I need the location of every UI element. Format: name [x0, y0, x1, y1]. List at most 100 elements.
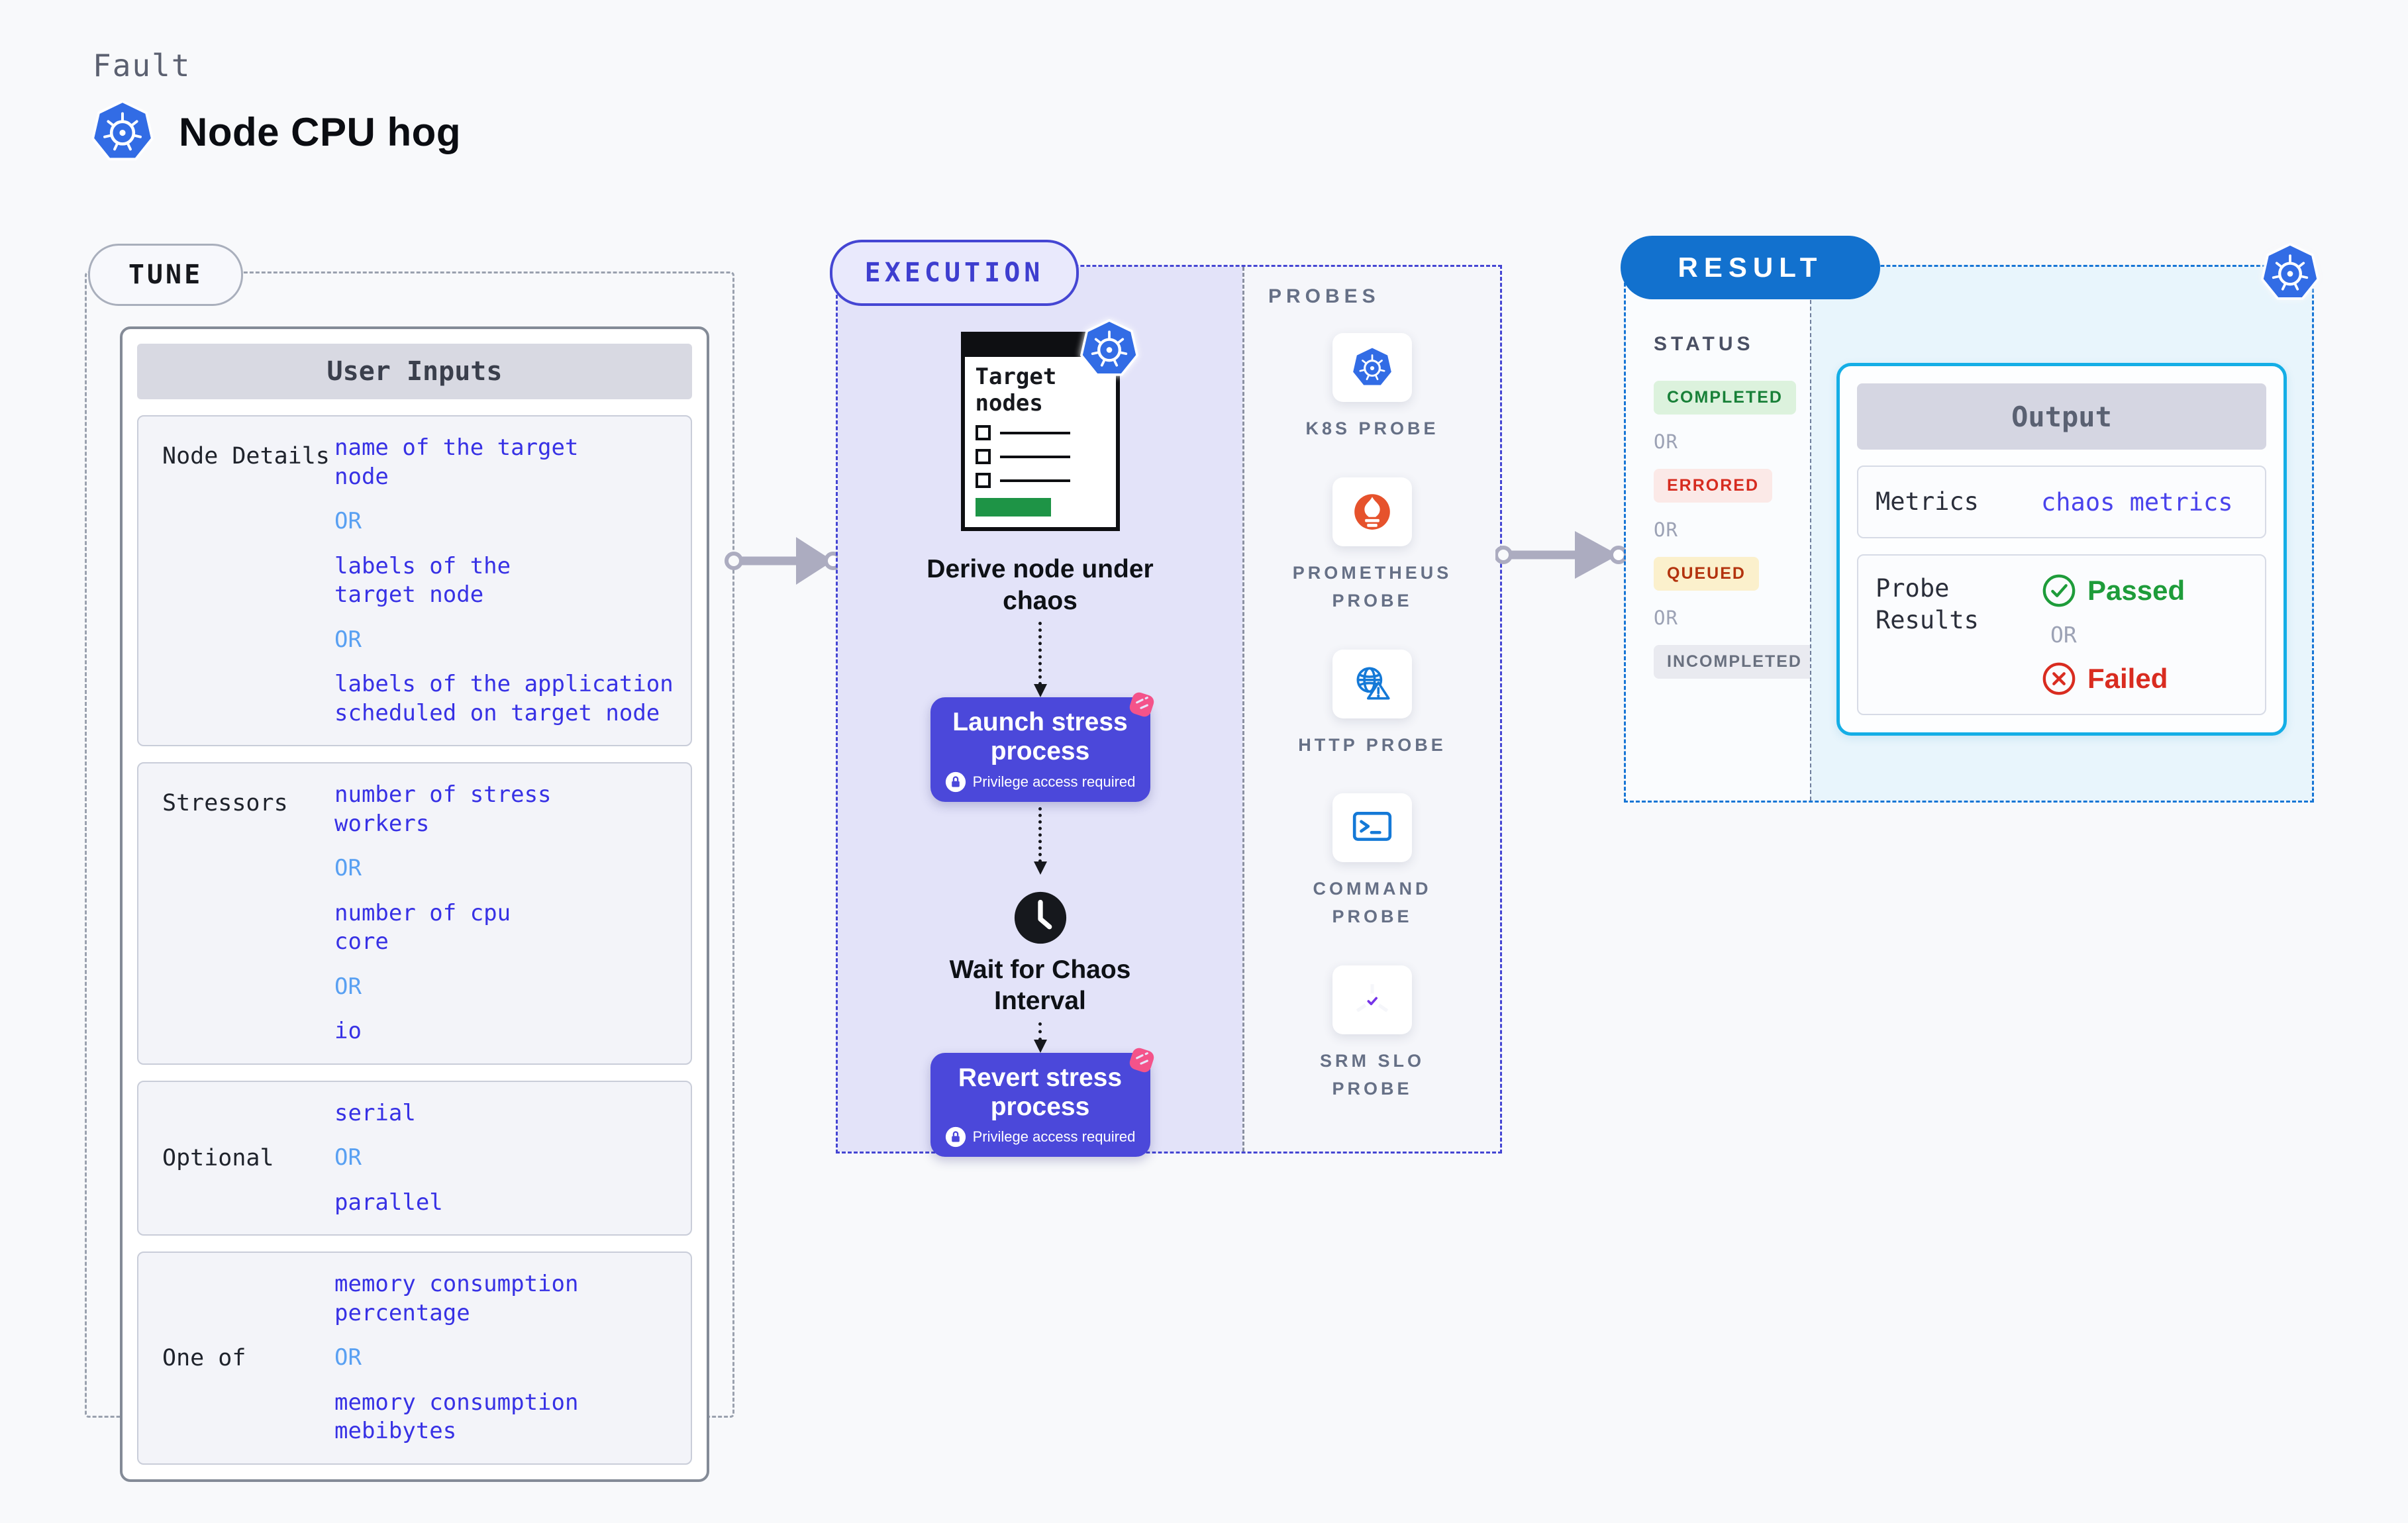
flow-connector — [1033, 622, 1047, 698]
privilege-note: Privilege access required — [938, 771, 1142, 793]
privilege-note: Privilege access required — [938, 1126, 1142, 1148]
x-circle-icon — [2042, 662, 2076, 695]
status-badge: COMPLETED — [1654, 381, 1796, 415]
or-label: OR — [334, 973, 362, 1000]
clock-icon — [1014, 891, 1066, 944]
chaos-pink-icon — [1124, 687, 1160, 722]
chaos-pink-icon — [1124, 1042, 1160, 1078]
checklist-row — [975, 449, 1105, 465]
fault-kicker: Fault — [93, 48, 191, 83]
probe-label: SRM SLO PROBE — [1319, 1051, 1425, 1099]
row-value: name of the target node — [334, 434, 579, 490]
probe-card — [1332, 965, 1412, 1035]
user-inputs-header: User Inputs — [137, 344, 692, 399]
dotted-line — [1038, 622, 1042, 686]
checkbox-icon — [975, 449, 991, 465]
arrow-tune-to-execution — [725, 537, 842, 585]
probe-item: HTTP PROBE — [1298, 649, 1446, 760]
passed-label: Passed — [2087, 575, 2185, 606]
window-body: Target nodes — [965, 357, 1116, 527]
probes-list: K8S PROBE PROMETHEUS PROBE HTTP PROBE COMMA… — [1244, 333, 1500, 1103]
probe-label: K8S PROBE — [1305, 418, 1439, 438]
launch-stress-step: Launch stress process Privilege access r… — [930, 697, 1150, 802]
privilege-note-text: Privilege access required — [972, 773, 1136, 790]
row-label: One of — [162, 1345, 246, 1372]
prometheus-icon — [1350, 490, 1394, 534]
tune-badge: TUNE — [88, 244, 243, 306]
failed-label: Failed — [2087, 663, 2168, 694]
arrow-down-icon — [1033, 684, 1047, 698]
terminal-icon — [1350, 806, 1394, 850]
probe-item: COMMAND PROBE — [1313, 793, 1432, 931]
kubernetes-icon — [90, 99, 155, 164]
green-bar — [975, 498, 1051, 517]
arrow-down-icon — [1033, 1039, 1047, 1053]
row-value: labels of the application scheduled on t… — [334, 671, 674, 726]
row-value: number of stress workers — [334, 781, 552, 837]
checklist-row — [975, 473, 1105, 489]
row-value: io — [334, 1018, 362, 1045]
probe-card — [1332, 333, 1412, 402]
arrow-execution-to-result — [1495, 531, 1628, 579]
checklist-row — [975, 425, 1105, 441]
line-placeholder — [999, 479, 1070, 482]
row-label: Optional — [162, 1145, 274, 1171]
probes-heading: PROBES — [1268, 285, 1380, 307]
passed-line: Passed — [2041, 573, 2185, 609]
probe-label: HTTP PROBE — [1298, 734, 1446, 755]
probe-label: COMMAND PROBE — [1313, 879, 1432, 927]
probe-card — [1332, 477, 1412, 546]
probe-results-label: Probe Results — [1876, 574, 1979, 635]
probe-card — [1332, 649, 1412, 718]
flow-connector — [1033, 807, 1047, 875]
or-label: OR — [334, 1344, 362, 1371]
failed-line: Failed — [2041, 661, 2185, 697]
srm-slo-icon — [1350, 978, 1394, 1022]
dotted-line — [1038, 1022, 1042, 1041]
kubernetes-icon — [1079, 319, 1140, 379]
row-value: labels of the target node — [334, 552, 511, 609]
probe-results-row: Probe Results Passed OR — [1857, 554, 2266, 715]
lock-icon — [945, 1126, 966, 1148]
or-label: OR — [334, 508, 362, 535]
metrics-row: Metrics chaos metrics — [1857, 466, 2266, 538]
checkbox-icon — [975, 473, 991, 489]
row-label: Node Details — [162, 443, 330, 469]
or-label: OR — [334, 1144, 362, 1171]
revert-stress-title: Revert stress process — [958, 1063, 1123, 1121]
flow-connector — [1033, 1022, 1047, 1053]
result-badge: RESULT — [1621, 236, 1880, 299]
privilege-note-text: Privilege access required — [972, 1128, 1136, 1146]
probe-item: K8S PROBE — [1305, 333, 1438, 443]
row-value: memory consumption mebibytes — [334, 1389, 579, 1445]
probe-results-values: Passed OR Failed — [2041, 573, 2185, 697]
http-globe-icon — [1350, 662, 1394, 706]
page-title: Node CPU hog — [179, 109, 461, 154]
execution-badge: EXECUTION — [830, 240, 1079, 306]
checkbox-icon — [975, 425, 991, 441]
or-label: OR — [1654, 607, 1678, 629]
check-circle-icon — [2042, 574, 2076, 607]
lock-icon — [945, 771, 966, 793]
probe-label: PROMETHEUS PROBE — [1292, 562, 1452, 611]
status-badge: QUEUED — [1654, 557, 1759, 591]
execution-section: PROBES K8S PROBE PROMETHEUS PROBE HTTP PRO… — [836, 265, 1502, 1157]
output-box: Output Metrics chaos metrics Probe Resul… — [1836, 363, 2287, 736]
window-title: Target nodes — [975, 364, 1057, 417]
metrics-value: chaos metrics — [2041, 487, 2233, 516]
derive-node-label: Derive node under chaos — [927, 555, 1154, 615]
arrow-down-icon — [1033, 861, 1047, 875]
row-value: serial — [334, 1099, 416, 1126]
row-value: number of cpu core — [334, 899, 511, 956]
